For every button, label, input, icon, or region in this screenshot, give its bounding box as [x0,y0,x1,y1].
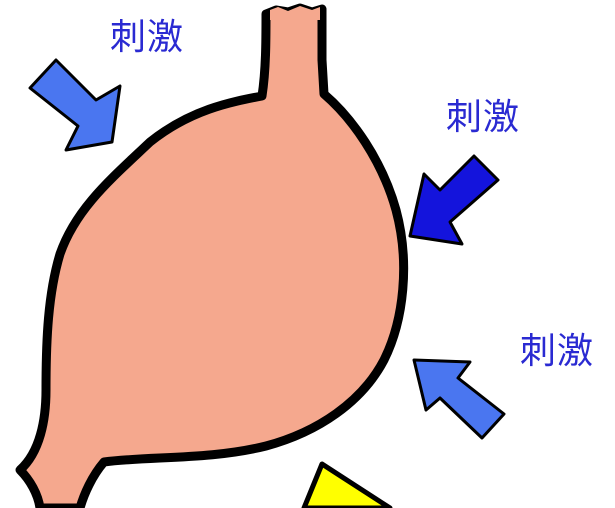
stimulus-label-upper-left: 刺激 [110,18,184,58]
stimulus-label-lower-right: 刺激 [520,332,594,372]
stimulus-arrow-lower-right [414,360,504,438]
stimulus-arrow-right [410,156,498,244]
stimulus-label-right: 刺激 [446,98,520,138]
stimulus-arrow-upper-left [30,60,120,150]
yellow-triangle [304,464,390,508]
